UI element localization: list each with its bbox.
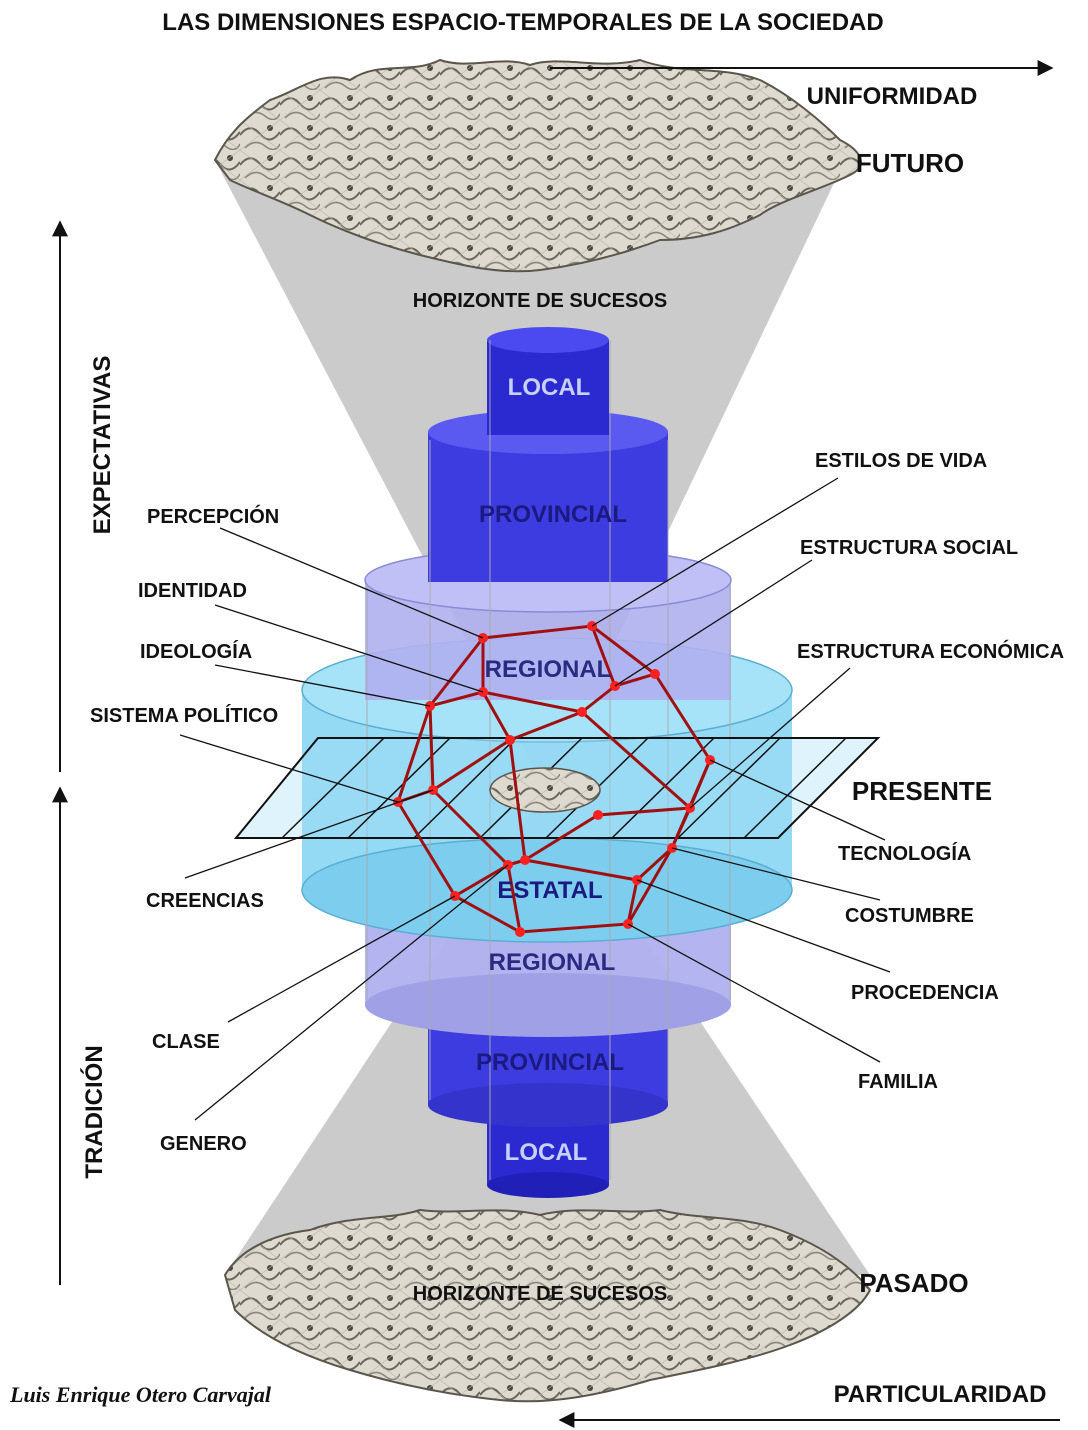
dimension-familia: FAMILIA	[858, 1071, 938, 1093]
dimension-estilos-de-vida: ESTILOS DE VIDA	[815, 450, 987, 472]
provincial-top-label: PROVINCIAL	[479, 501, 627, 528]
regional-bottom-label: REGIONAL	[489, 949, 616, 976]
dimension-estructura-economica: ESTRUCTURA ECONÓMICA	[797, 639, 1064, 663]
local-bottom-label: LOCAL	[505, 1139, 588, 1166]
regional-top-label: REGIONAL	[485, 656, 612, 683]
expectativas-label: EXPECTATIVAS	[89, 356, 116, 535]
particularidad-label: PARTICULARIDAD	[834, 1381, 1047, 1408]
present-terrain	[489, 767, 601, 813]
presente-label: PRESENTE	[852, 776, 992, 806]
dimension-ideologia: IDEOLOGÍA	[140, 640, 252, 663]
dimension-creencias: CREENCIAS	[146, 890, 264, 912]
leader-lines	[179, 477, 891, 1121]
tradicion-label: TRADICIÓN	[80, 1045, 108, 1178]
uniformidad-label: UNIFORMIDAD	[807, 83, 978, 110]
future-terrain	[213, 58, 862, 273]
horizon-top-label: HORIZONTE DE SUCESOS	[413, 290, 667, 312]
local-top-label: LOCAL	[508, 374, 591, 401]
dimension-tecnologia: TECNOLOGÍA	[838, 842, 971, 865]
pasado-label: PASADO	[859, 1268, 968, 1298]
estatal-label: ESTATAL	[497, 877, 602, 904]
dimension-identidad: IDENTIDAD	[138, 580, 247, 602]
dimension-clase: CLASE	[152, 1031, 220, 1053]
author-credit: Luis Enrique Otero Carvajal	[9, 1382, 272, 1407]
provincial-bottom-label: PROVINCIAL	[476, 1049, 624, 1076]
dimension-genero: GENERO	[160, 1133, 247, 1155]
page-title: LAS DIMENSIONES ESPACIO-TEMPORALES DE LA…	[162, 9, 883, 36]
dimension-estructura-social: ESTRUCTURA SOCIAL	[800, 537, 1018, 559]
dimension-percepcion: PERCEPCIÓN	[147, 504, 279, 528]
dimension-costumbre: COSTUMBRE	[845, 905, 974, 927]
dimension-sistema-politico: SISTEMA POLÍTICO	[90, 704, 278, 727]
horizon-bottom-label: HORIZONTE DE SUCESOS	[413, 1283, 667, 1305]
dimension-procedencia: PROCEDENCIA	[851, 982, 999, 1004]
futuro-label: FUTURO	[856, 148, 964, 178]
past-terrain	[223, 1208, 872, 1403]
